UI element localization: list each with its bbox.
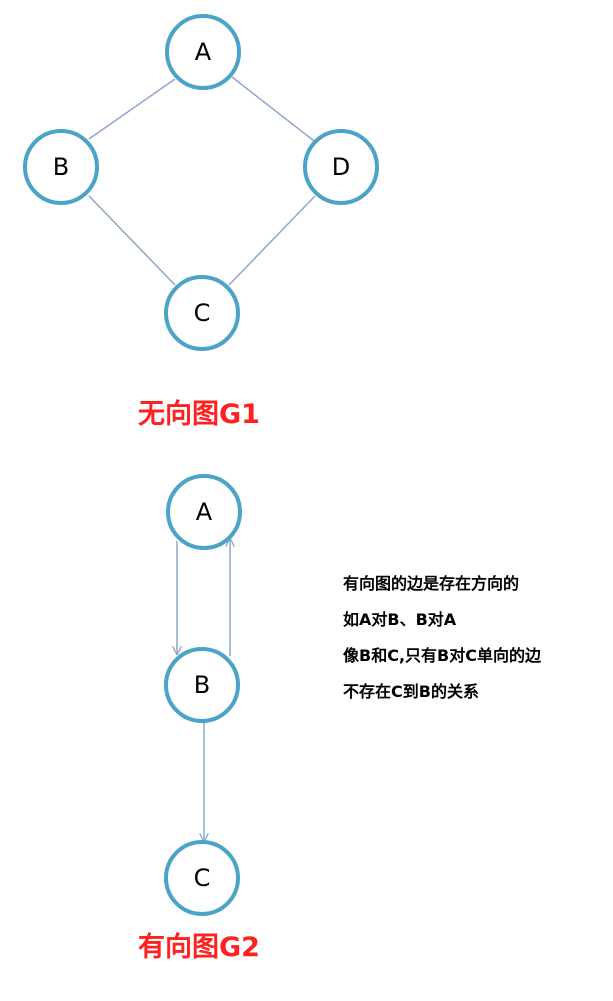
g1-edge-d-c <box>228 195 316 286</box>
note-line-4: 不存在C到B的关系 <box>343 682 479 701</box>
g1-node-c-label: C <box>194 299 211 327</box>
explanation-note: 有向图的边是存在方向的 如A对B、B对A 像B和C,只有B对C单向的边 不存在C… <box>343 566 541 710</box>
g1-edge-a-b <box>88 78 176 140</box>
g2-node-a-label: A <box>196 498 213 526</box>
g1-edges <box>88 76 319 286</box>
g1-node-d: D <box>303 129 379 205</box>
g1-node-b: B <box>23 129 99 205</box>
graph-g2: A B C <box>164 474 242 916</box>
g1-node-c: C <box>164 275 240 351</box>
g2-node-b: B <box>164 647 240 723</box>
g1-node-a-label: A <box>195 38 212 66</box>
g2-node-c: C <box>164 840 240 916</box>
g2-node-b-label: B <box>194 671 210 699</box>
g1-caption: 无向图G1 <box>138 399 260 430</box>
graph-g1: A B C D <box>23 14 379 351</box>
g2-caption: 有向图G2 <box>138 932 260 963</box>
g1-node-d-label: D <box>332 153 350 181</box>
g1-node-a: A <box>165 14 241 90</box>
note-line-1: 有向图的边是存在方向的 <box>343 574 520 593</box>
note-line-2: 如A对B、B对A <box>343 610 457 629</box>
g2-node-a: A <box>166 474 242 550</box>
g1-edge-a-d <box>231 76 319 145</box>
g1-edge-b-c <box>88 195 176 286</box>
note-line-3: 像B和C,只有B对C单向的边 <box>343 646 541 665</box>
g1-node-b-label: B <box>53 153 69 181</box>
g2-edges <box>177 538 230 842</box>
g2-node-c-label: C <box>194 864 211 892</box>
